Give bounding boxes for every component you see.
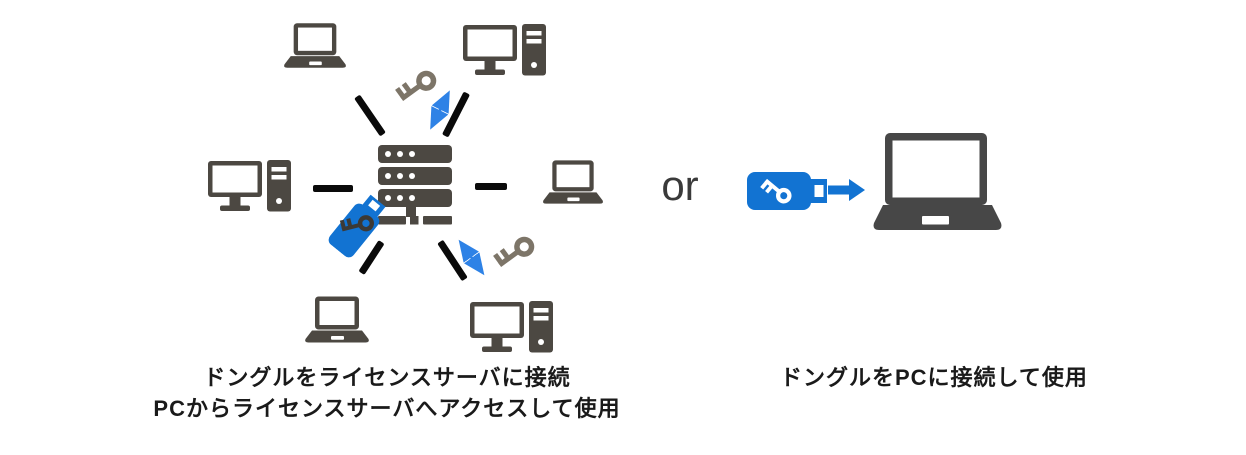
network-link-dash <box>313 185 353 192</box>
laptop-icon <box>305 296 369 343</box>
network-link-dash <box>475 183 507 190</box>
laptop-icon <box>543 160 603 204</box>
caption-right: ドングルをPCに接続して使用 <box>780 365 1088 390</box>
license-key-icon <box>488 228 542 279</box>
license-key-icon <box>337 209 378 242</box>
server-rack-icon <box>378 145 452 225</box>
desktop-pc-icon <box>470 301 553 353</box>
or-label: or <box>661 162 699 209</box>
network-link-dash <box>354 94 386 137</box>
desktop-pc-icon <box>208 160 291 212</box>
sync-double-arrow-icon <box>430 90 450 130</box>
caption-left: ドングルをライセンスサーバに接続 PCからライセンスサーバへアクセスして使用 <box>90 362 684 424</box>
caption-left-line2: PCからライセンスサーバへアクセスして使用 <box>153 396 621 421</box>
laptop-icon <box>873 133 1002 230</box>
network-link-dash <box>358 240 385 275</box>
desktop-pc-icon <box>463 24 546 76</box>
caption-left-line1: ドングルをライセンスサーバに接続 <box>203 365 571 390</box>
laptop-icon <box>284 23 346 68</box>
sync-double-arrow-icon <box>458 239 485 276</box>
block-arrow-right-icon <box>828 179 865 201</box>
